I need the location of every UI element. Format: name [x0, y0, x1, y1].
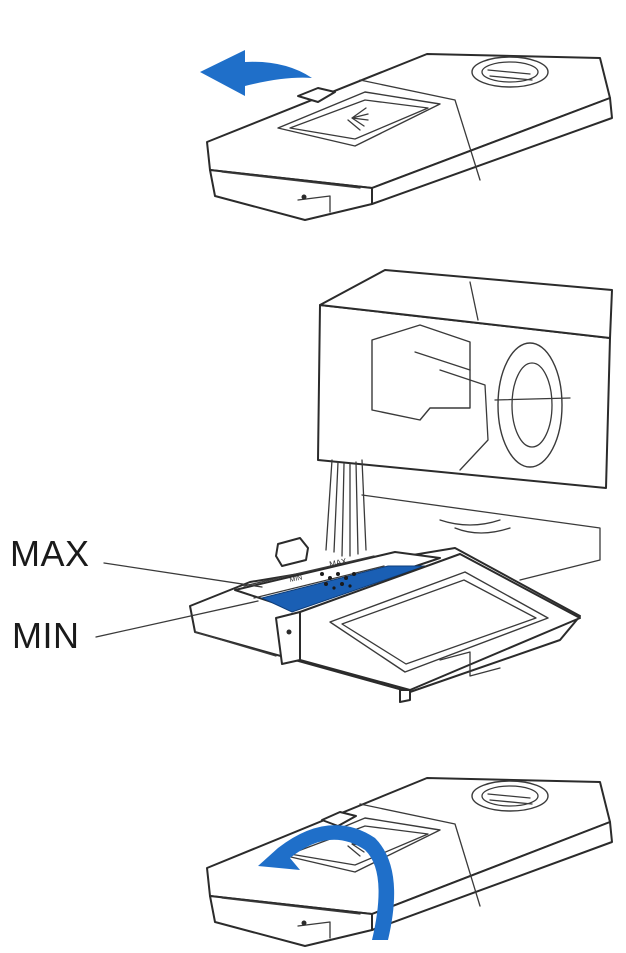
step1-divider: [359, 79, 481, 181]
max-line: [243, 555, 375, 587]
door-curve-2: [454, 527, 511, 534]
box-cap-inner: [511, 362, 553, 448]
powder-stream: [325, 459, 367, 557]
step3-hinge: [297, 921, 331, 939]
tray-min-mark: MIN: [289, 574, 303, 584]
min-label: MIN: [12, 615, 80, 656]
box-fold: [439, 369, 489, 471]
step3-dial-icon: [471, 780, 549, 812]
step1-slider-tab: [297, 87, 336, 103]
powder-granules: [320, 572, 356, 590]
step3-slider-tab: [321, 811, 357, 827]
step3-pin: [301, 920, 307, 926]
step3-front: [209, 895, 373, 947]
dial-icon: [471, 56, 549, 88]
step3-front-groove: [221, 897, 361, 915]
open-lid-inner: [341, 579, 537, 665]
box-top: [319, 269, 613, 339]
open-lid-recess: [329, 571, 549, 673]
step1-lid-window-inner: [289, 99, 429, 140]
arrow-left-icon: [200, 50, 312, 96]
box-spout: [371, 324, 471, 421]
hinge-pin: [286, 629, 292, 635]
step3-side: [371, 821, 613, 931]
lid-tab: [439, 651, 501, 677]
dispenser-knob: [275, 537, 309, 567]
step1-front: [209, 169, 373, 221]
lid-latch: [399, 689, 411, 703]
max-leader-line: [103, 562, 263, 588]
max-label: MAX: [10, 533, 90, 574]
curved-arrow-icon: [258, 825, 395, 940]
step1-pin: [301, 194, 307, 200]
step1-side: [371, 97, 613, 205]
box-spout-edge: [414, 351, 471, 371]
box-cap-tab: [494, 397, 571, 401]
min-line: [253, 565, 385, 599]
base-front-edge: [194, 631, 277, 657]
door-curve: [439, 519, 501, 526]
step1-front-groove: [221, 171, 361, 189]
step2-dispenser: MAX MIN: [189, 494, 601, 703]
step1-hinge: [297, 195, 331, 213]
spray-icon: [347, 107, 369, 131]
min-leader-line: [95, 600, 259, 638]
step3-divider: [359, 803, 481, 907]
step2-detergent-box: [317, 269, 613, 489]
tray-max-mark: MAX: [329, 556, 348, 569]
door-panel: [361, 494, 601, 581]
box-top-crease: [469, 281, 479, 321]
